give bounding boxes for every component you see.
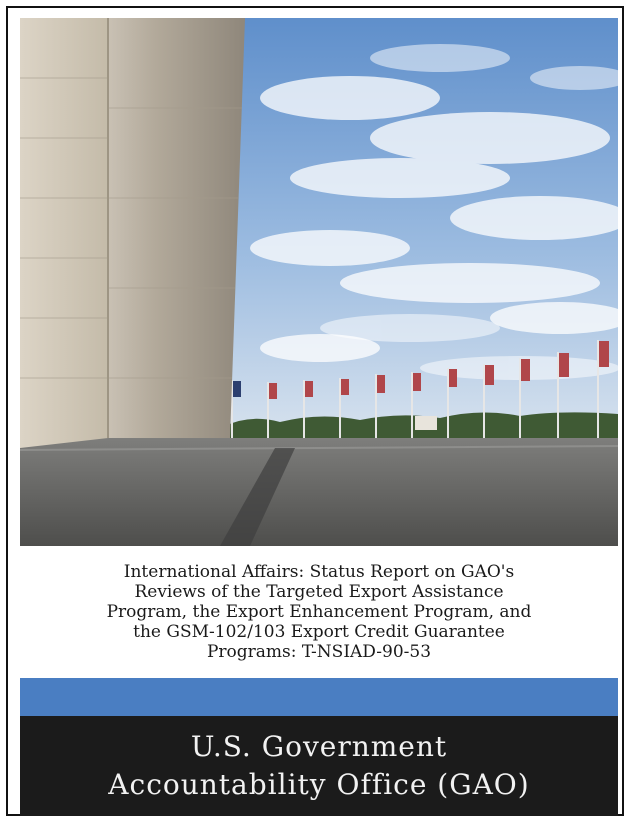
title-block: International Affairs: Status Report on … bbox=[20, 546, 618, 678]
memorial-plaza-image bbox=[20, 18, 618, 546]
book-cover: International Affairs: Status Report on … bbox=[6, 6, 624, 816]
book-author: U.S. Government Accountability Office (G… bbox=[108, 730, 530, 801]
color-band bbox=[20, 678, 618, 716]
author-block: U.S. Government Accountability Office (G… bbox=[20, 716, 618, 816]
book-title: International Affairs: Status Report on … bbox=[106, 562, 532, 662]
cover-photo bbox=[20, 18, 618, 546]
